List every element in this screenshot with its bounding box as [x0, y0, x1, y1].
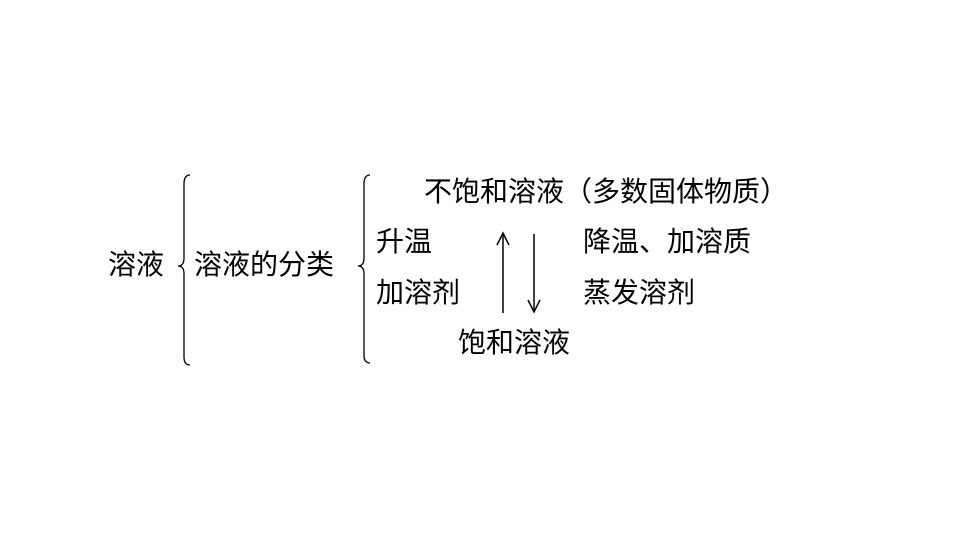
classification-label: 溶液的分类 — [194, 248, 335, 281]
unsaturated-solution-label: 不饱和溶液（多数固体物质） — [424, 175, 789, 208]
inner-brace — [357, 174, 371, 364]
right-condition-line2: 蒸发溶剂 — [583, 276, 696, 309]
root-label: 溶液 — [108, 248, 165, 281]
right-condition-line1: 降温、加溶质 — [583, 225, 752, 258]
outer-brace — [177, 174, 191, 366]
arrow-down-icon — [527, 234, 541, 314]
arrow-up-icon — [496, 231, 510, 313]
left-condition-line2: 加溶剂 — [376, 276, 461, 309]
saturated-solution-label: 饱和溶液 — [458, 326, 571, 359]
left-condition-line1: 升温 — [376, 225, 433, 258]
